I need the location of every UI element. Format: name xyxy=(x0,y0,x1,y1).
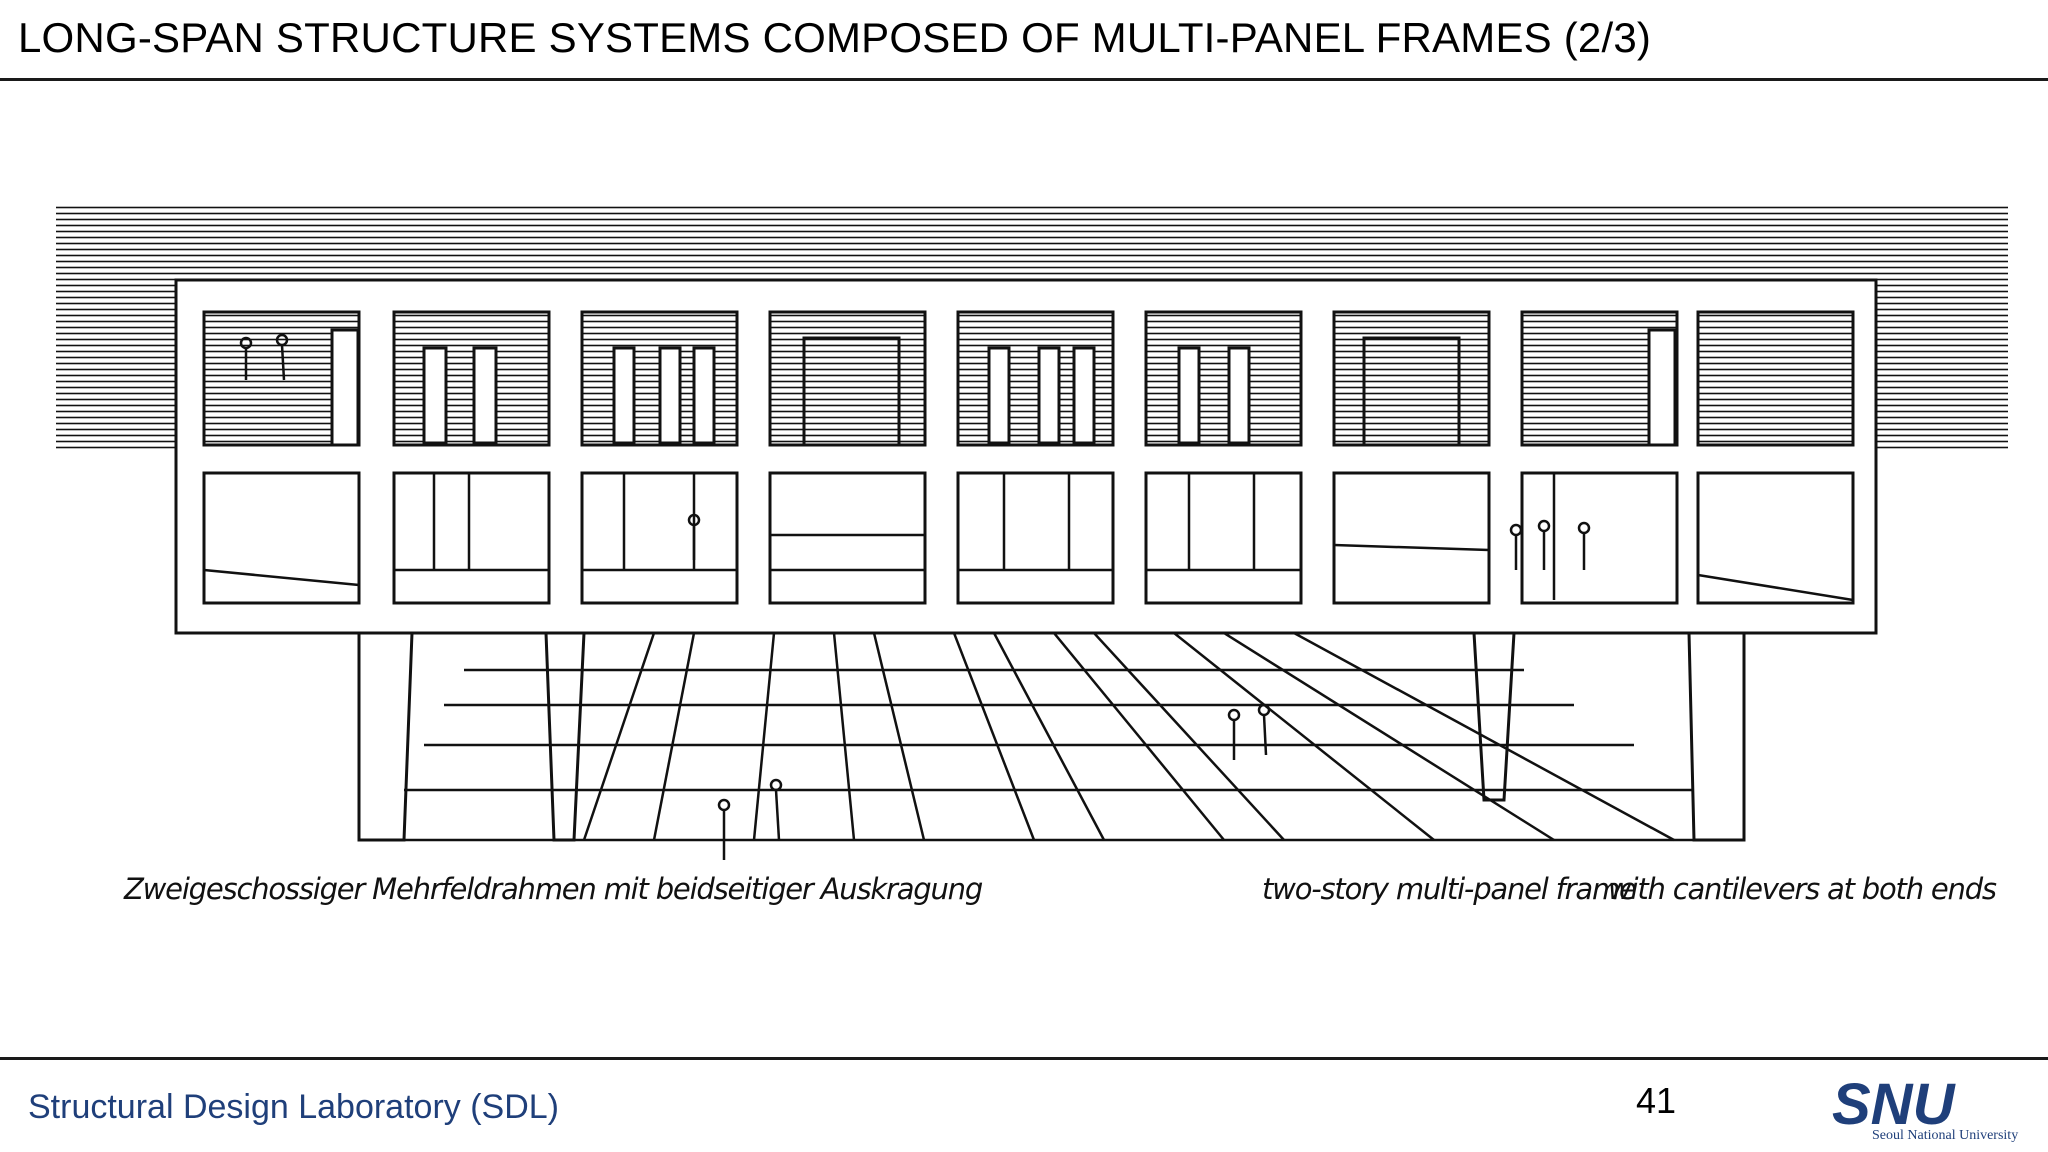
logo-subtext: Seoul National University xyxy=(1872,1128,2019,1143)
page-number: 41 xyxy=(1636,1080,1677,1121)
snu-logo-text: SNU xyxy=(1832,1072,1957,1137)
lower-openings xyxy=(202,471,1855,605)
caption-english-2: with cantilevers at both ends xyxy=(1608,872,1997,906)
people-figures xyxy=(239,333,1591,860)
upper-inner-frames xyxy=(330,328,1677,447)
frame-illustration xyxy=(56,206,2008,860)
lower-perspective xyxy=(203,473,1854,602)
caption-english-1: two-story multi-panel frame xyxy=(1262,872,1637,906)
upper-openings xyxy=(202,310,1855,447)
slide-title: LONG-SPAN STRUCTURE SYSTEMS COMPOSED OF … xyxy=(18,14,1652,61)
caption-german: Zweigeschossiger Mehrfeldrahmen mit beid… xyxy=(124,872,983,906)
snu-logo: SNU xyxy=(1832,1072,1957,1137)
title-divider xyxy=(0,78,2048,81)
ground-grid xyxy=(359,631,1744,842)
lab-name: Structural Design Laboratory (SDL) xyxy=(28,1088,560,1126)
support-columns xyxy=(357,631,1746,842)
footer-divider xyxy=(0,1057,2048,1060)
